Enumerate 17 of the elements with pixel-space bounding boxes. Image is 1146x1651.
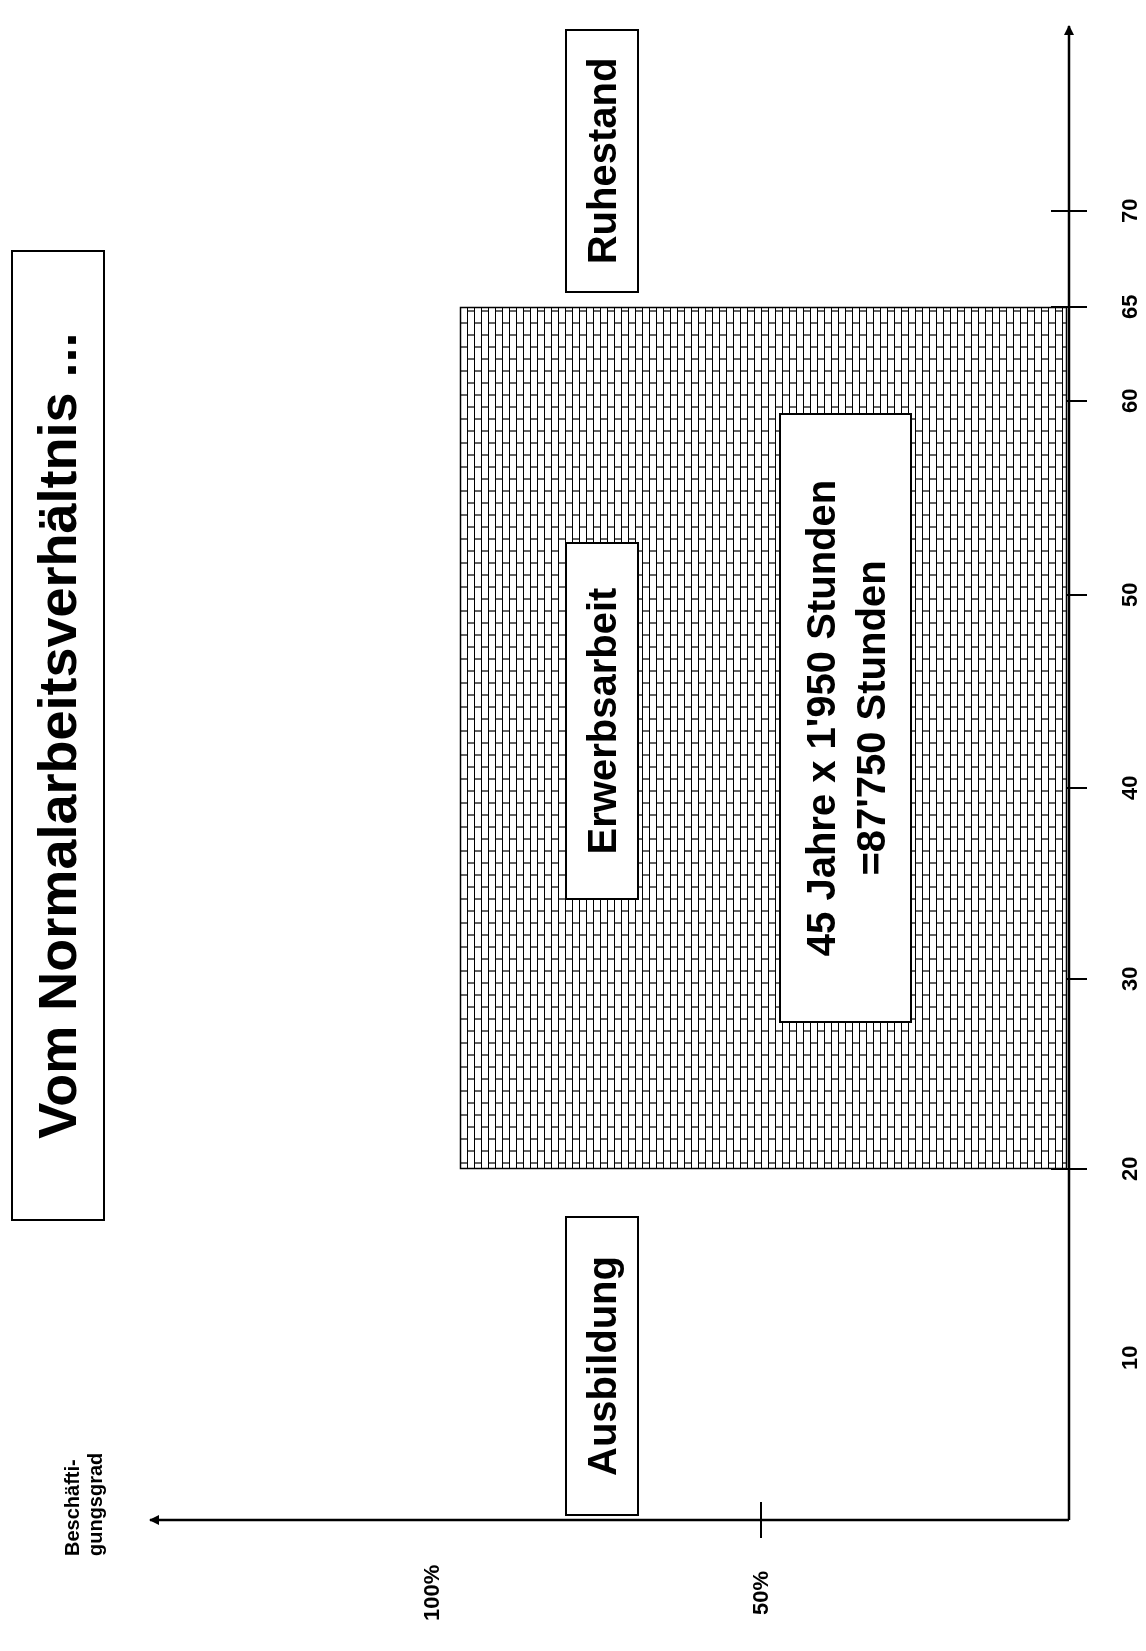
axis-tick-label: 40 — [1117, 775, 1143, 800]
axis-tick-label: 20 — [1117, 1156, 1143, 1181]
axis-tick-label: 65 — [1117, 294, 1143, 319]
axis-tick-label: 70 — [1117, 198, 1143, 223]
axis-tick-label: 50 — [1117, 582, 1143, 607]
axis-tick-label: 100% — [419, 1564, 445, 1621]
axis-tick-label: 60 — [1117, 388, 1143, 413]
stage-label-box: Erwerbsarbeit — [565, 542, 639, 900]
stage-label-box: Ausbildung — [565, 1216, 639, 1516]
brick-pattern-area — [460, 307, 1067, 1169]
stage-label-box: Ruhestand — [565, 29, 639, 293]
title-box: Vom Normalarbeitsverhältnis ... — [11, 250, 105, 1221]
calculation-box: 45 Jahre x 1'950 Stunden =87'750 Stunden — [779, 413, 912, 1023]
axis-tick-label: 30 — [1117, 966, 1143, 991]
axis-tick-label: 10 — [1117, 1345, 1143, 1370]
axis-title: Beschäfti- gungsgrad — [61, 1451, 107, 1556]
axis-tick-label: 50% — [748, 1570, 774, 1615]
